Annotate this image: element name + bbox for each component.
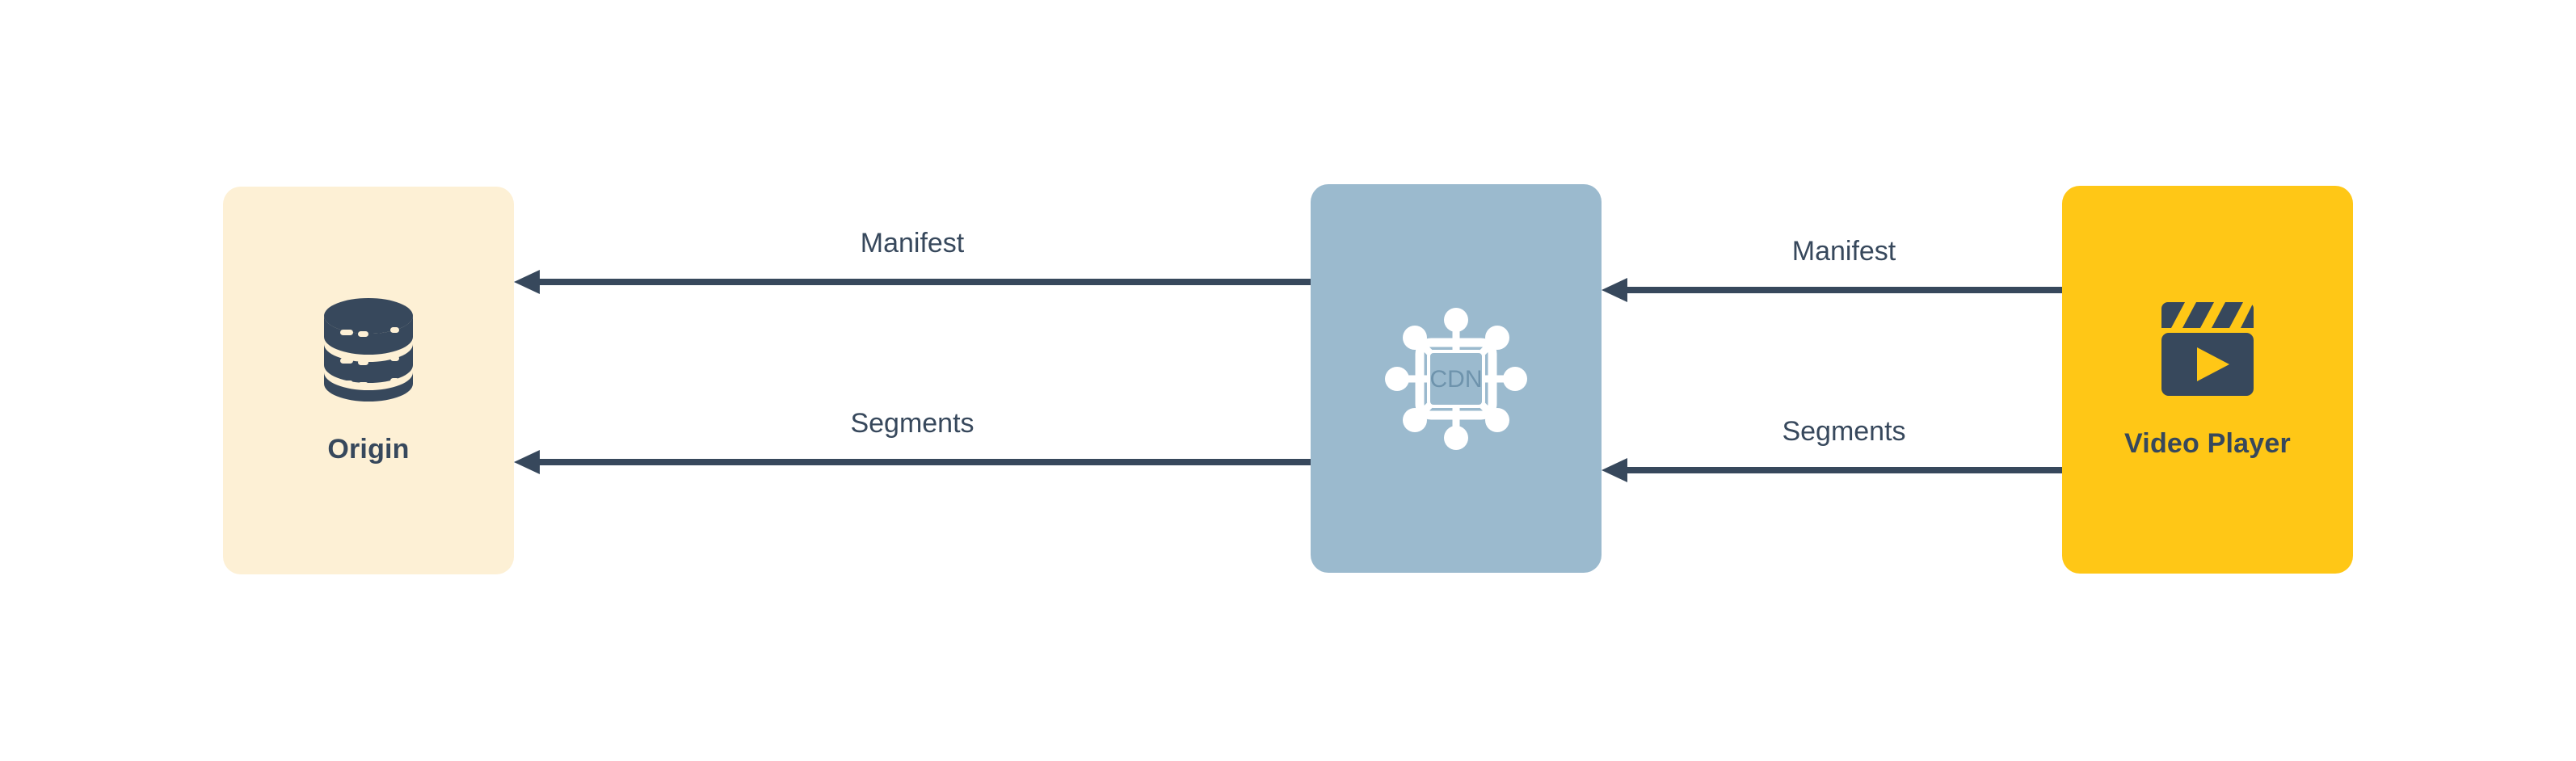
database-icon (321, 296, 416, 402)
edge-line (1626, 467, 2062, 473)
node-origin[interactable]: Origin (223, 187, 514, 574)
node-cdn[interactable]: CDN (1311, 184, 1602, 573)
edge-line (538, 459, 1311, 465)
edge-line (1626, 287, 2062, 293)
svg-text:CDN: CDN (1430, 366, 1483, 393)
arrowhead-left-icon (1602, 278, 1627, 302)
cdn-chip-icon: CDN (1373, 296, 1539, 462)
edge-label-manifest: Manifest (860, 228, 965, 259)
edge-label-segments: Segments (850, 408, 974, 439)
arrowhead-left-icon (1602, 458, 1627, 482)
video-clapperboard-play-icon (2158, 301, 2257, 397)
node-video-player[interactable]: Video Player (2062, 186, 2353, 574)
node-origin-label: Origin (327, 433, 410, 465)
edge-line (538, 279, 1311, 285)
arrowhead-left-icon (514, 270, 540, 294)
node-video-player-label: Video Player (2124, 427, 2291, 459)
edge-label-manifest: Manifest (1791, 236, 1896, 267)
arrowhead-left-icon (514, 450, 540, 474)
edge-label-segments: Segments (1782, 416, 1906, 447)
